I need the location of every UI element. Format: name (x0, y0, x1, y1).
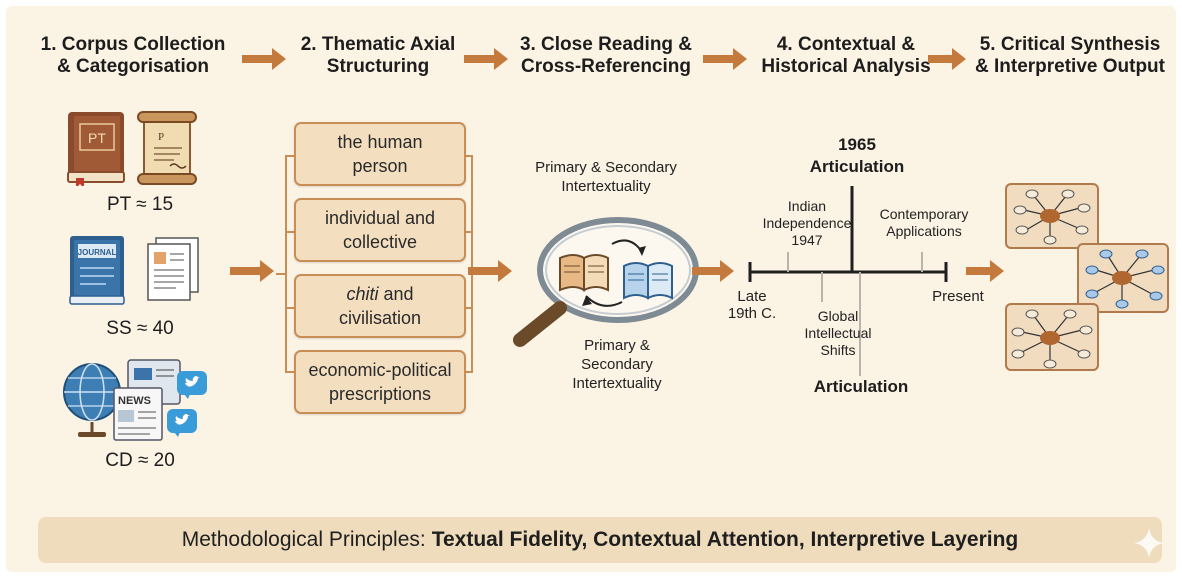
social-bird-icon (177, 371, 207, 399)
methodological-principles-banner: Methodological Principles: Textual Fidel… (38, 517, 1162, 563)
theme-human-person: the human person (294, 122, 466, 186)
magnifier-icon (513, 217, 699, 347)
step-2-title: 2. Thematic Axial Structuring (300, 34, 456, 77)
open-book-icon (559, 254, 609, 292)
timeline-top-articulation: Articulation (809, 157, 905, 176)
step-arrow-3-4 (703, 48, 747, 70)
step-arrow-2-3 (464, 48, 508, 70)
sparkle-icon (1134, 528, 1164, 558)
timeline-end: Present (932, 288, 984, 305)
theme-chiti-civilisation: chiti and civilisation (294, 274, 466, 338)
timeline-year: 1965 (838, 135, 876, 154)
banner-principles: Textual Fidelity, Contextual Attention, … (431, 528, 1019, 551)
open-book-icon-blue (623, 262, 673, 300)
flow-arrow-1-2 (230, 260, 274, 282)
book-letters: PT (88, 130, 106, 146)
network-card-2 (1077, 243, 1169, 313)
theme-individual-collective: individual and collective (294, 198, 466, 262)
journal-icon: JOURNAL (69, 236, 125, 305)
flow-arrow-3-4 (692, 260, 734, 282)
flow-arrow-4-5 (966, 260, 1004, 282)
theme-economic-political: economic-political prescriptions (294, 350, 466, 414)
theme-label-rest: and civilisation (338, 284, 422, 328)
theme-label: chiti and civilisation (320, 282, 440, 330)
step-arrow-4-5 (928, 48, 966, 70)
theme-label-italic: chiti (346, 284, 379, 304)
timeline-chart (748, 186, 948, 376)
timeline-global: Global Intellectual Shifts (804, 308, 872, 358)
scroll-letter: P (158, 131, 164, 143)
scroll-icon: P (137, 111, 197, 185)
globe-icon (63, 363, 121, 437)
step-3-title: 3. Close Reading & Cross-Referencing (519, 34, 693, 77)
ss-count: SS ≈ 40 (106, 318, 174, 339)
timeline-independence: Indian Independence 1947 (762, 198, 852, 248)
pt-count: PT ≈ 15 (106, 194, 174, 215)
journal-label: JOURNAL (78, 248, 117, 257)
timeline-bottom-articulation: Articulation (813, 377, 909, 396)
news-icon: NEWS (113, 359, 181, 441)
intertextuality-top-label: Primary & Secondary Intertextuality (535, 159, 677, 195)
social-bird-icon-2 (167, 409, 197, 437)
timeline-start: Late 19th C. (727, 288, 777, 322)
theme-label: economic-political prescriptions (308, 360, 452, 404)
step-1-title: 1. Corpus Collection & Categorisation (40, 34, 226, 77)
step-5-title: 5. Critical Synthesis & Interpretive Out… (974, 34, 1165, 77)
intertextuality-bottom-label: Primary & Secondary Intertextuality (572, 337, 662, 392)
diagram-canvas: 1. Corpus Collection & Categorisation 2.… (6, 6, 1176, 572)
book-icon: PT (67, 112, 125, 186)
cd-count: CD ≈ 20 (105, 450, 175, 471)
news-label: NEWS (118, 395, 151, 407)
documents-icon (147, 237, 199, 301)
theme-bracket (276, 155, 473, 373)
network-output-icon (1005, 183, 1169, 371)
theme-label: individual and collective (324, 208, 436, 252)
theme-label: the human person (337, 132, 423, 176)
network-card-3 (1005, 303, 1099, 371)
flow-arrow-2-3 (468, 260, 512, 282)
step-arrow-1-2 (242, 48, 286, 70)
banner-prefix: Methodological Principles: (181, 528, 426, 551)
timeline-contemporary: Contemporary Applications (879, 206, 969, 239)
network-card-1 (1005, 183, 1099, 249)
step-4-title: 4. Contextual & Historical Analysis (761, 34, 931, 77)
